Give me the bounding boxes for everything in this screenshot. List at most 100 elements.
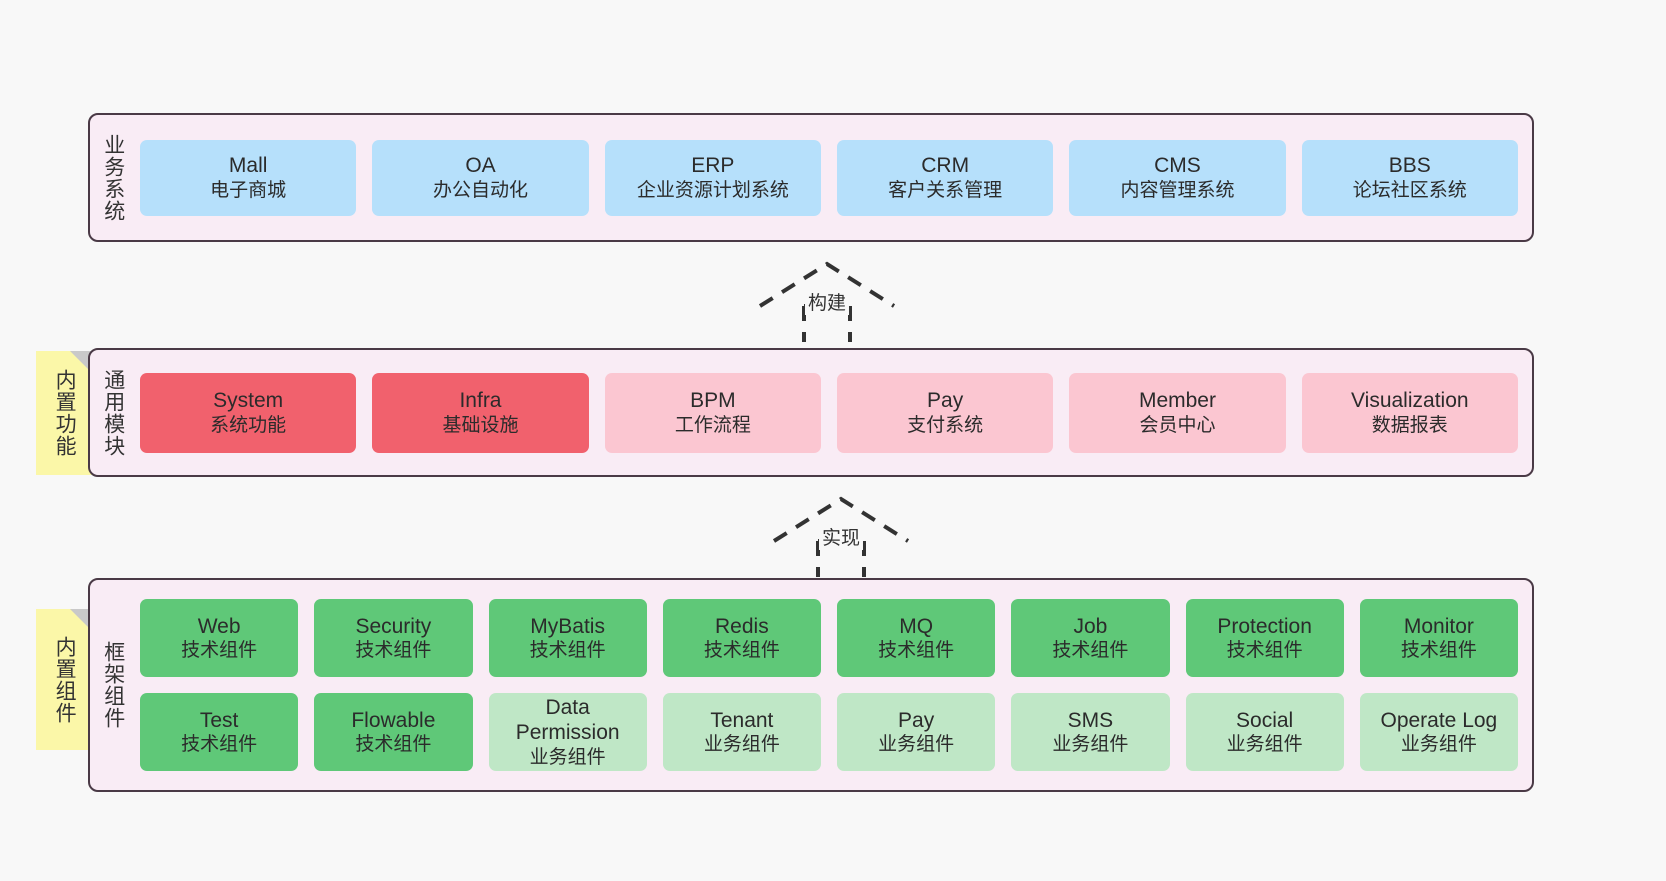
card-subtitle: 业务组件	[1400, 734, 1477, 756]
card-monitor[interactable]: Monitor 技术组件	[1359, 599, 1518, 677]
layer-common-module: 通用模块 System 系统功能 Infra 基础设施 BPM 工作流程 Pay	[88, 348, 1534, 477]
card-operate-log[interactable]: Operate Log 业务组件	[1359, 693, 1518, 771]
card-title: Member	[1138, 389, 1216, 413]
sticky-fold-corner-icon	[70, 351, 92, 373]
card-row: Web 技术组件 Security 技术组件 MyBatis 技术组件 Redi…	[140, 599, 1518, 677]
card-subtitle: 支付系统	[907, 414, 984, 436]
card-pay[interactable]: Pay 支付系统	[836, 372, 1054, 453]
card-subtitle: 办公自动化	[432, 179, 528, 201]
card-pay-component[interactable]: Pay 业务组件	[837, 693, 996, 771]
card-subtitle: 论坛社区系统	[1352, 179, 1467, 201]
sticky-note-builtin-component: 内置组件	[36, 609, 92, 750]
card-title: MQ	[899, 614, 934, 638]
card-subtitle: 技术组件	[355, 640, 432, 662]
card-bbs[interactable]: BBS 论坛社区系统	[1301, 139, 1518, 216]
card-erp[interactable]: ERP 企业资源计划系统	[604, 139, 821, 216]
card-subtitle: 技术组件	[1052, 640, 1129, 662]
card-title: System	[213, 389, 284, 413]
card-title: Test	[199, 708, 239, 732]
connector-implement-label: 实现	[818, 523, 864, 550]
card-title: OA	[465, 154, 496, 178]
layer-body-business-system: Mall 电子商城 OA 办公自动化 ERP 企业资源计划系统 CRM 客户关系…	[136, 115, 1532, 240]
card-subtitle: 数据报表	[1371, 414, 1448, 436]
sticky-note-label: 内置组件	[53, 635, 77, 724]
card-sms[interactable]: SMS 业务组件	[1011, 693, 1170, 771]
card-redis[interactable]: Redis 技术组件	[662, 599, 821, 677]
card-subtitle: 技术组件	[1226, 640, 1303, 662]
card-crm[interactable]: CRM 客户关系管理	[836, 139, 1054, 216]
card-row: System 系统功能 Infra 基础设施 BPM 工作流程 Pay 支付系统…	[140, 372, 1518, 453]
card-title: Operate Log	[1380, 708, 1498, 732]
card-subtitle: 会员中心	[1139, 414, 1216, 436]
card-subtitle: 工作流程	[674, 414, 751, 436]
card-protection[interactable]: Protection 技术组件	[1185, 599, 1344, 677]
card-title: Data Permission	[515, 695, 620, 745]
card-title: CRM	[921, 154, 970, 178]
card-subtitle: 电子商城	[210, 179, 287, 201]
connector-implement: 实现	[772, 496, 910, 577]
card-subtitle: 业务组件	[878, 734, 955, 756]
card-subtitle: 基础设施	[442, 414, 519, 436]
card-title: Infra	[459, 389, 502, 413]
card-subtitle: 企业资源计划系统	[636, 179, 789, 201]
card-mall[interactable]: Mall 电子商城	[140, 139, 357, 216]
card-title: Pay	[898, 708, 935, 732]
card-member[interactable]: Member 会员中心	[1069, 372, 1286, 453]
card-flowable[interactable]: Flowable 技术组件	[314, 693, 473, 771]
card-mybatis[interactable]: MyBatis 技术组件	[488, 599, 647, 677]
layer-label-business-system: 业务系统	[101, 133, 125, 222]
layer-framework-component: 框架组件 Web 技术组件 Security 技术组件 MyBatis 技术组件…	[88, 578, 1534, 792]
card-title: Visualization	[1351, 389, 1469, 413]
card-subtitle: 内容管理系统	[1120, 179, 1235, 201]
card-title: Monitor	[1403, 614, 1474, 638]
layer-body-common-module: System 系统功能 Infra 基础设施 BPM 工作流程 Pay 支付系统…	[136, 350, 1532, 475]
card-oa[interactable]: OA 办公自动化	[372, 139, 589, 216]
card-title: BPM	[690, 389, 736, 413]
card-title: ERP	[691, 154, 735, 178]
layer-label-common-module: 通用模块	[101, 368, 125, 457]
card-mq[interactable]: MQ 技术组件	[837, 599, 996, 677]
card-title: SMS	[1067, 708, 1114, 732]
card-web[interactable]: Web 技术组件	[140, 599, 299, 677]
card-infra[interactable]: Infra 基础设施	[372, 372, 589, 453]
card-title: Tenant	[710, 708, 774, 732]
card-subtitle: 技术组件	[529, 640, 606, 662]
card-subtitle: 系统功能	[210, 414, 287, 436]
card-title: Security	[355, 614, 432, 638]
card-title: Redis	[715, 614, 769, 638]
card-cms[interactable]: CMS 内容管理系统	[1069, 139, 1286, 216]
card-row: Test 技术组件 Flowable 技术组件 Data Permission …	[140, 693, 1518, 771]
card-title: MyBatis	[530, 614, 605, 638]
card-subtitle: 技术组件	[181, 734, 258, 756]
card-job[interactable]: Job 技术组件	[1011, 599, 1170, 677]
layer-label-framework-component: 框架组件	[101, 641, 125, 729]
card-subtitle: 技术组件	[878, 640, 955, 662]
card-title: Web	[197, 614, 241, 638]
card-title: Pay	[927, 389, 964, 413]
card-social[interactable]: Social 业务组件	[1185, 693, 1344, 771]
card-subtitle: 技术组件	[703, 640, 780, 662]
card-title: Protection	[1217, 614, 1312, 638]
card-title: CMS	[1154, 154, 1201, 178]
card-subtitle: 技术组件	[181, 640, 258, 662]
card-visualization[interactable]: Visualization 数据报表	[1301, 372, 1518, 453]
card-title: Flowable	[351, 708, 436, 732]
card-system[interactable]: System 系统功能	[140, 372, 357, 453]
card-test[interactable]: Test 技术组件	[140, 693, 299, 771]
card-tenant[interactable]: Tenant 业务组件	[662, 693, 821, 771]
card-subtitle: 客户关系管理	[888, 179, 1003, 201]
layer-body-framework-component: Web 技术组件 Security 技术组件 MyBatis 技术组件 Redi…	[136, 580, 1532, 790]
card-security[interactable]: Security 技术组件	[314, 599, 473, 677]
sticky-note-builtin-function: 内置功能	[36, 351, 92, 475]
card-subtitle: 技术组件	[355, 734, 432, 756]
connector-build-label: 构建	[804, 288, 850, 315]
card-bpm[interactable]: BPM 工作流程	[604, 372, 821, 453]
card-data-permission[interactable]: Data Permission 业务组件	[488, 693, 647, 771]
connector-build: 构建	[758, 261, 896, 342]
card-subtitle: 业务组件	[529, 747, 606, 769]
card-title: Social	[1236, 708, 1294, 732]
card-title: Job	[1073, 614, 1108, 638]
card-subtitle: 技术组件	[1400, 640, 1477, 662]
card-subtitle: 业务组件	[703, 734, 780, 756]
